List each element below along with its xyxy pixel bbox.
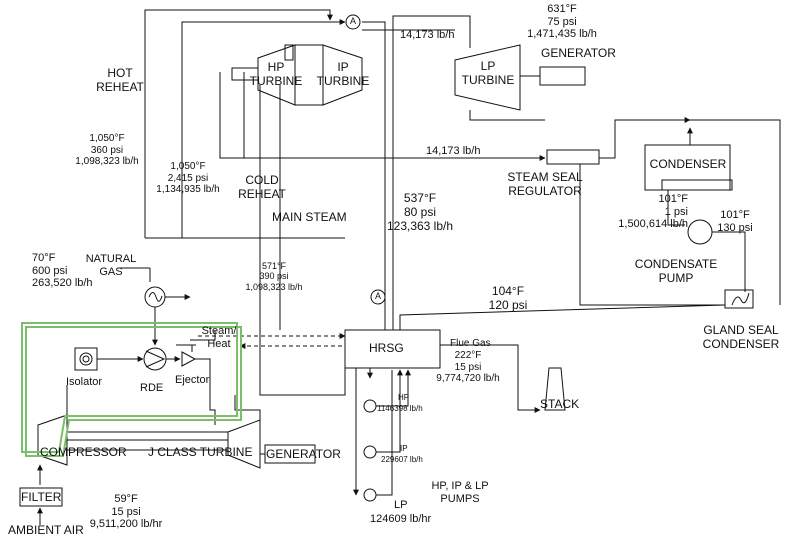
pump-lp-label: LP	[394, 499, 408, 511]
condenser-tube	[661, 179, 733, 191]
condenser-label: CONDENSER	[649, 157, 727, 171]
hp-ip-turbine-shape	[231, 44, 363, 106]
ip-flow: 229607 lb/h	[381, 455, 423, 464]
cold-reheat-conditions: 571°F 390 psi 1,098,323 lb/h	[245, 261, 303, 292]
generator-top-shape	[539, 66, 586, 86]
hrsg-shape	[344, 329, 441, 369]
lp-inlet-conditions: 631°F 75 psi 1,471,435 lb/h	[527, 3, 597, 41]
pump-outlet-conditions: 101°F 130 psi	[717, 209, 753, 234]
steam-heat-label: Steam/ Heat	[201, 325, 237, 350]
gas-inlet-conditions: 70°F 600 psi 263,520 lb/h	[32, 252, 93, 290]
pump-group	[363, 370, 409, 502]
filter-label: FILTER	[21, 490, 62, 504]
hp-turbine-label: HP TURBINE	[249, 60, 303, 88]
marker-a-hrsg: A	[374, 291, 382, 301]
ip-steam-conditions: 537°F 80 psi 123,363 lb/h	[386, 191, 454, 233]
hot-reheat-label: HOT REHEAT	[96, 66, 144, 94]
lp-turbine-label: LP TURBINE	[461, 59, 515, 87]
generator-top-label: GENERATOR	[541, 46, 616, 60]
flow-lower: 14,173 lb/h	[426, 145, 481, 157]
generator-bottom-label: GENERATOR	[266, 447, 341, 461]
isolator-shape	[74, 347, 98, 371]
gland-seal-condenser-label: GLAND SEAL CONDENSER	[702, 323, 780, 351]
ip-turbine-label: IP TURBINE	[316, 60, 370, 88]
seal-steam-line	[219, 72, 546, 161]
lp-flow: 124609 lb/hr	[370, 513, 432, 525]
stack-shape	[544, 367, 566, 411]
steam-seal-regulator-label: STEAM SEAL REGULATOR	[507, 170, 583, 198]
flue-gas-label: Flue Gas	[450, 338, 491, 349]
stack-label: STACK	[540, 397, 580, 411]
main-steam-conditions: 1,050°F 2,415 psi 1,134,935 lb/h	[156, 161, 220, 195]
isolator-label: Isolator	[66, 376, 103, 388]
ejector-shape	[181, 351, 197, 367]
flue-gas-conditions: 222°F 15 psi 9,774,720 lb/h	[436, 350, 500, 384]
pump-hp-label: HP	[398, 393, 410, 402]
hp-flow: 1146398 lb/h	[377, 404, 423, 413]
gland-seal-condenser-shape	[724, 289, 754, 309]
feedwater-conditions: 104°F 120 psi	[488, 284, 528, 312]
flow-upper: 14,173 lb/h	[400, 29, 455, 41]
condenser-outlet-conditions: 101°F 1 psi 1,500,614 lb/h	[618, 193, 688, 231]
j-class-turbine-label: J CLASS TURBINE	[148, 445, 253, 459]
natural-gas-label: NATURAL GAS	[85, 253, 137, 278]
lp-turbine-shape	[454, 44, 521, 111]
ejector-label: Ejector	[175, 374, 210, 386]
hrsg-label: HRSG	[369, 341, 404, 355]
condensate-pump-shape	[687, 219, 713, 245]
compressor-shape	[37, 414, 68, 466]
pump-ip-label: IP	[400, 444, 408, 453]
rde-boundary-highlight	[21, 322, 242, 457]
air-conditions: 59°F 15 psi 9,511,200 lb/hr	[89, 493, 163, 531]
filter-shape	[19, 487, 63, 507]
hot-reheat-conditions: 1,050°F 360 psi 1,098,323 lb/h	[75, 133, 139, 167]
rde-label: RDE	[140, 382, 164, 394]
compressor-label: COMPRESSOR	[40, 445, 127, 459]
marker-a-top: A	[349, 16, 357, 26]
cold-reheat-label: COLD REHEAT	[238, 173, 286, 201]
pumps-label: HP, IP & LP PUMPS	[431, 480, 489, 505]
steam-seal-regulator-shape	[546, 149, 600, 165]
j-class-turbine-shape	[227, 419, 261, 469]
ambient-air-label: AMBIENT AIR	[8, 523, 84, 537]
main-steam-label: MAIN STEAM	[272, 210, 347, 224]
main-steam-line	[144, 9, 333, 238]
hot-reheat-line	[181, 19, 346, 238]
condensate-pump-label: CONDENSATE PUMP	[634, 257, 718, 285]
